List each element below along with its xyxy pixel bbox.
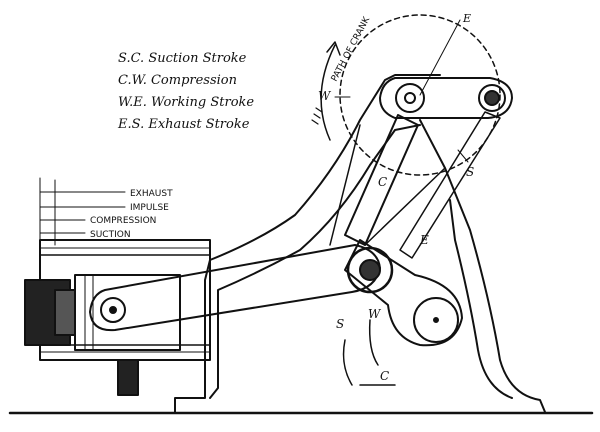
crank-radius-line <box>419 19 461 96</box>
crank-arrow-arc <box>320 44 336 141</box>
stroke-legend: S.C. Suction Stroke C.W. Compression W.E… <box>118 48 254 136</box>
crank-pin-inner <box>484 90 500 106</box>
label-top-e: E <box>462 12 471 25</box>
legend-exhaust: E.S. Exhaust Stroke <box>118 117 250 132</box>
upper-pivot-inner <box>404 92 416 104</box>
legend-working: W.E. Working Stroke <box>118 95 255 110</box>
crank-s-line <box>457 149 469 163</box>
upper-rocker-arm <box>379 77 513 119</box>
label-impulse: IMPULSE <box>130 203 169 213</box>
label-exhaust: EXHAUST <box>130 189 173 199</box>
crank-arrow-head <box>326 41 341 56</box>
head-valve <box>54 289 76 336</box>
upper-pivot <box>395 83 425 113</box>
label-compression: COMPRESSION <box>90 216 156 226</box>
connecting-rod <box>89 244 381 332</box>
piston <box>74 274 181 351</box>
lower-arrow-w <box>368 319 379 366</box>
lower-bearing <box>413 297 459 343</box>
lower-bearing-dot <box>433 317 439 323</box>
side-rod <box>399 111 501 259</box>
frame-rib-2 <box>364 167 446 246</box>
legend-suction: S.C. Suction Stroke <box>118 51 247 66</box>
piston-pin-center <box>109 306 117 314</box>
label-top-w: W <box>318 89 332 103</box>
label-bot-e: E <box>419 233 429 247</box>
frame-rib-1 <box>329 124 361 246</box>
exhaust-pipe <box>117 359 139 396</box>
crank-pin <box>478 84 506 112</box>
crank-disk <box>346 246 394 294</box>
legend-compression: C.W. Compression <box>118 73 237 88</box>
feather-top <box>311 107 323 125</box>
lower-link-arm <box>344 239 463 347</box>
label-top-s: S <box>466 165 474 179</box>
label-path-of-crank: PATH OF CRANK <box>330 15 373 84</box>
label-bot-s: S <box>336 317 344 331</box>
crank-disk-hub <box>359 259 381 281</box>
vertical-rod <box>344 114 419 246</box>
engine-frame <box>174 74 546 413</box>
label-bot-w: W <box>368 307 382 321</box>
label-top-c: C <box>378 175 387 189</box>
lower-arrow-s <box>342 339 353 386</box>
label-bot-c: C <box>380 369 389 383</box>
label-suction: SUCTION <box>90 230 131 240</box>
piston-pin <box>100 297 126 323</box>
crank-path-circle <box>339 14 501 176</box>
engine-frame-inner <box>209 124 513 399</box>
